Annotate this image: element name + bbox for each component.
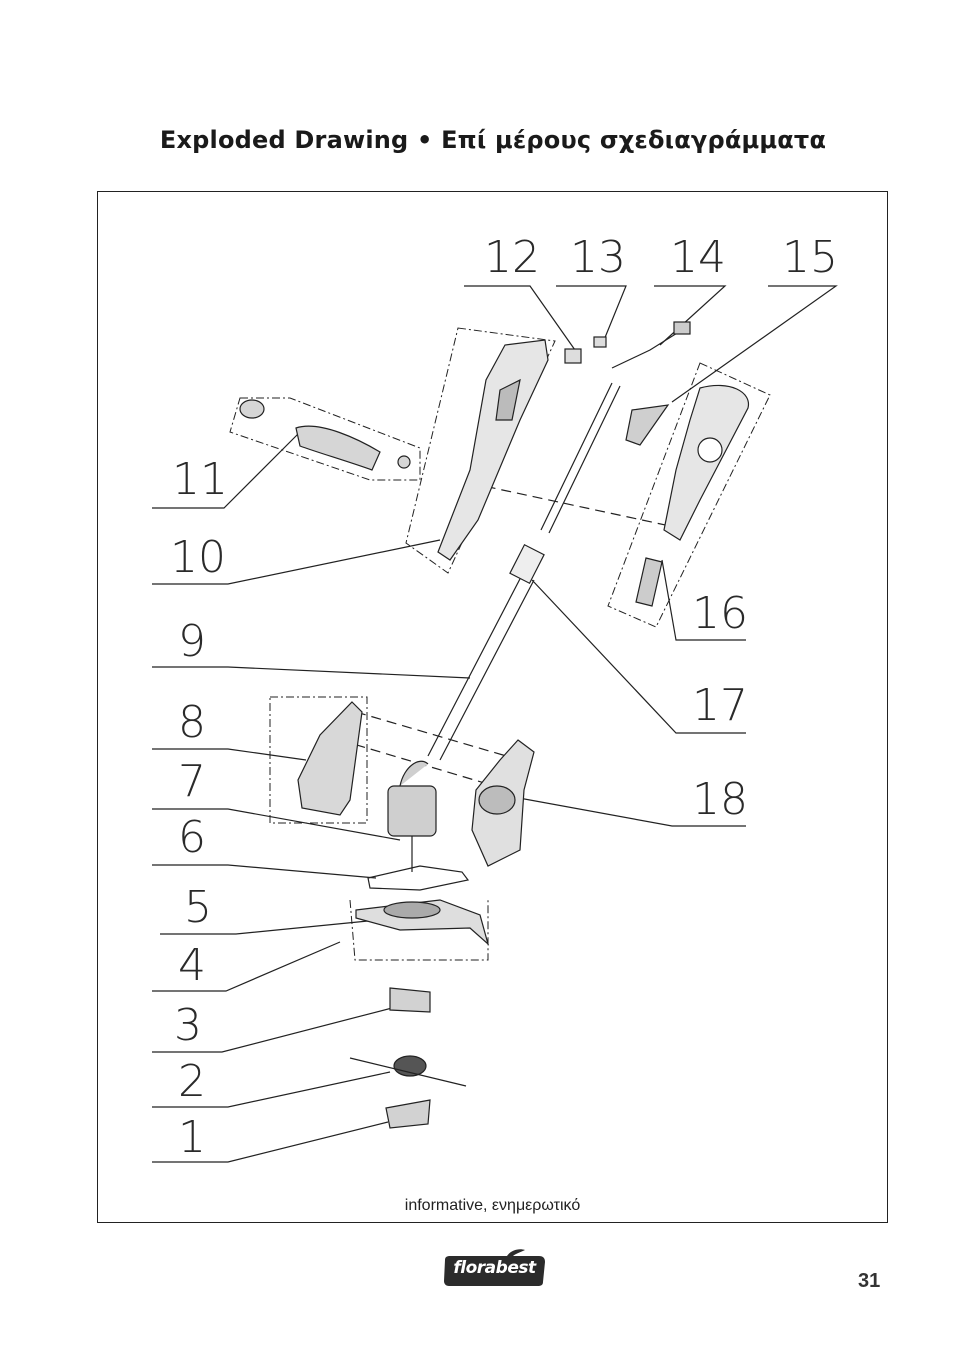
spool-parts: [349, 987, 467, 1129]
handle-right-half: [625, 384, 749, 541]
shaft-part: [427, 382, 621, 761]
part-number-9: 9: [178, 616, 206, 667]
part-number-18: 18: [692, 774, 748, 825]
motor-housing-left: [297, 701, 363, 816]
part-number-3: 3: [174, 1000, 202, 1051]
part-number-11: 11: [172, 454, 228, 505]
brand-name: florabest: [453, 1258, 536, 1278]
aux-handle: [239, 399, 411, 471]
part-number-5: 5: [184, 882, 212, 933]
part-number-10: 10: [170, 532, 226, 583]
part-number-7: 7: [178, 756, 206, 807]
part-number-15: 15: [782, 232, 838, 283]
page-title: Exploded Drawing • Επί μέρους σχεδιαγράμ…: [159, 126, 827, 154]
part-number-17: 17: [692, 680, 748, 731]
part-number-16: 16: [692, 588, 748, 639]
brand-logo: florabest: [439, 1248, 550, 1292]
motor-part: [387, 760, 437, 872]
part-number-14: 14: [670, 232, 726, 283]
drawing-frame: [97, 191, 888, 1223]
part-number-6: 6: [178, 812, 206, 863]
handle-left-half: [437, 339, 549, 561]
drawing-caption: informative, ενημερωτικό: [404, 1197, 581, 1214]
motor-housing-right: [471, 739, 535, 867]
part-number-12: 12: [484, 232, 540, 283]
part-number-4: 4: [178, 940, 206, 991]
part-numbers: 1 2 3 4 5 6 7 8 9 10 11 12 13 14 15 16 1…: [170, 232, 838, 1163]
leader-lines-left: [152, 431, 471, 1163]
switch-part: [635, 557, 663, 607]
part-number-13: 13: [570, 232, 626, 283]
gasket-part: [367, 865, 470, 891]
page-number: 31: [858, 1270, 881, 1292]
cable-part: [564, 321, 691, 369]
part-number-8: 8: [178, 697, 206, 748]
guard-part: [355, 899, 490, 946]
part-number-1: 1: [178, 1112, 206, 1163]
brand-logo-shape: [444, 1249, 545, 1286]
group-boxes: [229, 327, 771, 961]
part-number-2: 2: [178, 1056, 206, 1107]
